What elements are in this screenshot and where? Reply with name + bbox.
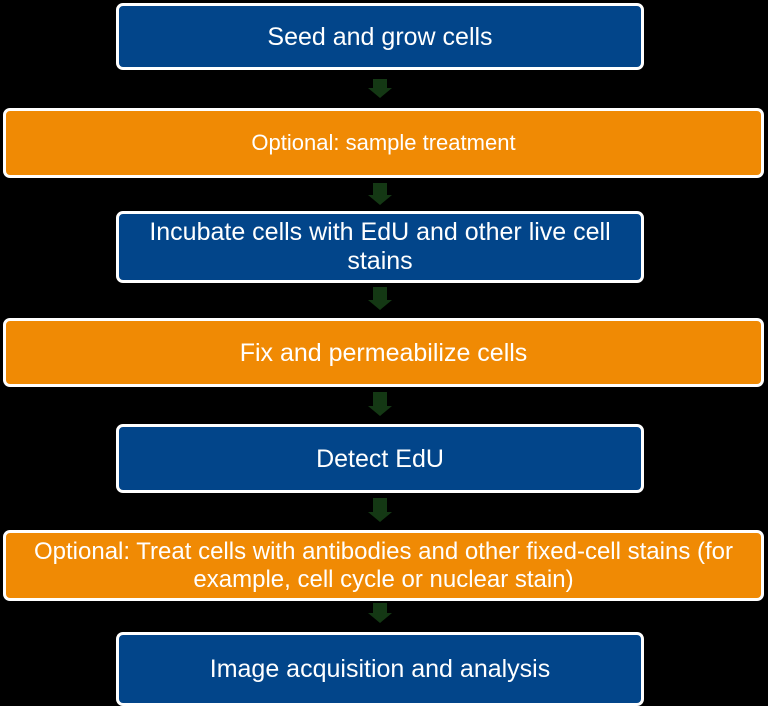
step-seed-and-grow-cells: Seed and grow cells bbox=[116, 3, 644, 70]
step-label: Optional: sample treatment bbox=[251, 129, 516, 155]
step-label: Detect EdU bbox=[316, 444, 444, 473]
step-label: Incubate cells with EdU and other live c… bbox=[149, 218, 611, 275]
arrow-down-icon bbox=[368, 287, 392, 310]
step-label: Image acquisition and analysis bbox=[209, 655, 551, 683]
step-label: Fix and permeabilize cells bbox=[239, 338, 528, 367]
step-label: Seed and grow cells bbox=[267, 22, 493, 51]
arrow-down-icon bbox=[368, 392, 392, 416]
step-optional-antibodies-and-stains: Optional: Treat cells with antibodies an… bbox=[3, 530, 764, 601]
step-image-acquisition-and-analysis: Image acquisition and analysis bbox=[116, 632, 644, 706]
arrow-down-icon bbox=[368, 183, 392, 205]
arrow-down-icon bbox=[368, 603, 392, 623]
arrow-down-icon bbox=[368, 498, 392, 522]
step-incubate-with-edu: Incubate cells with EdU and other live c… bbox=[116, 211, 644, 283]
step-optional-sample-treatment: Optional: sample treatment bbox=[3, 108, 764, 178]
step-detect-edu: Detect EdU bbox=[116, 424, 644, 493]
step-fix-and-permeabilize: Fix and permeabilize cells bbox=[3, 318, 764, 387]
arrow-down-icon bbox=[368, 79, 392, 98]
step-label: Optional: Treat cells with antibodies an… bbox=[33, 537, 733, 593]
